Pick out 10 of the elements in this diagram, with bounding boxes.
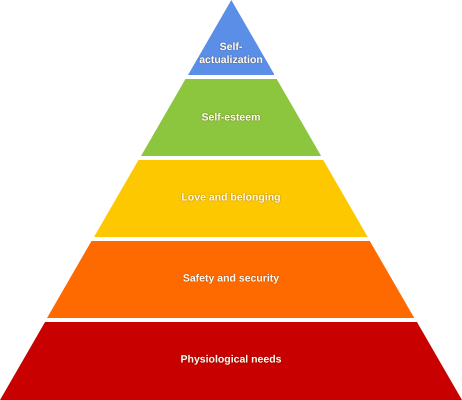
pyramid-tier (188, 0, 274, 75)
tier-label: Self-esteem (202, 112, 260, 124)
pyramid-tier (140, 79, 322, 156)
tier-label: Safety and security (182, 272, 280, 286)
tier-label: Love and belonging (181, 192, 281, 204)
pyramid-tier (0, 322, 462, 400)
pyramid-tier (47, 241, 415, 318)
tier-label: Self-actualization (198, 41, 264, 67)
pyramid-tier (94, 160, 368, 237)
tier-label: Physiological needs (180, 354, 282, 366)
